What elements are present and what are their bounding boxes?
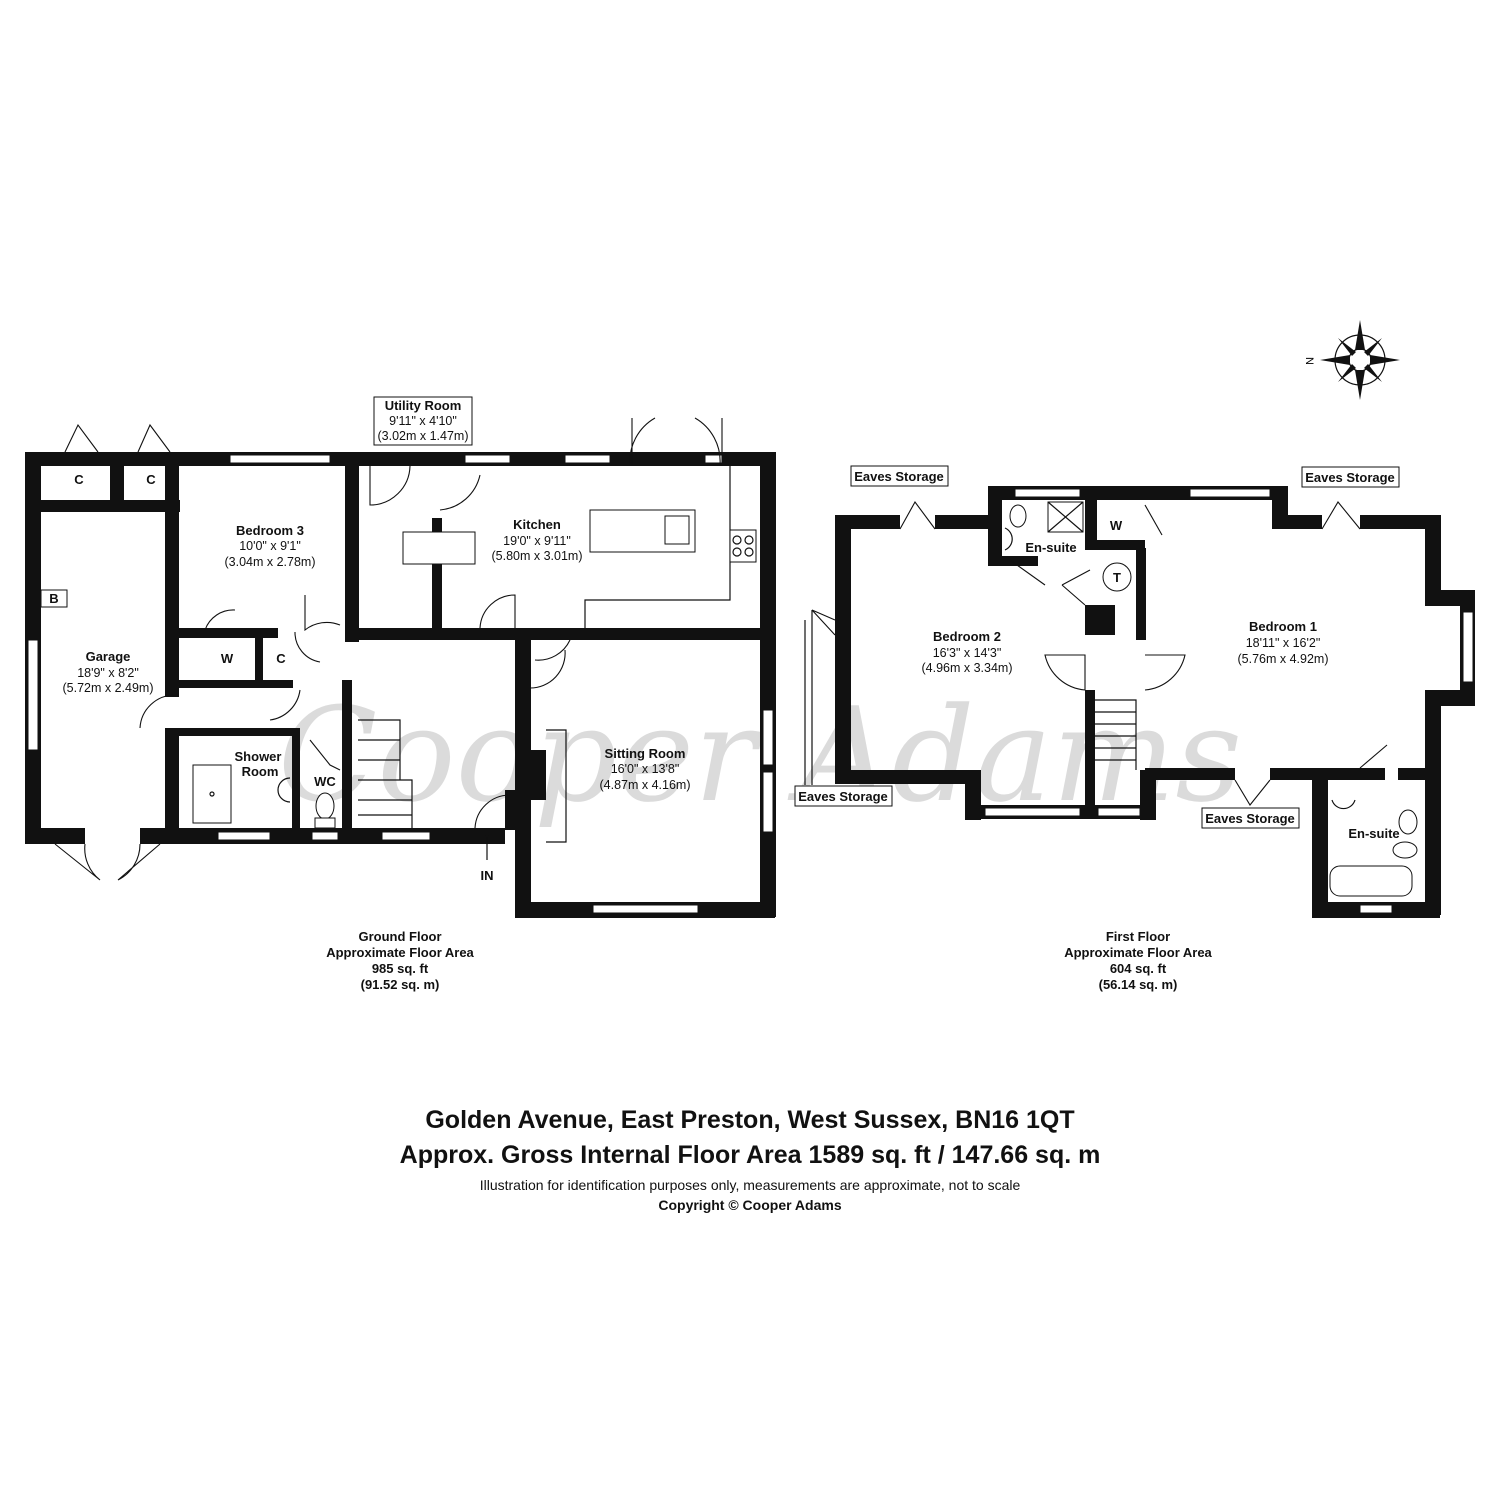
svg-text:Ground Floor: Ground Floor: [358, 929, 441, 944]
svg-text:(3.02m x 1.47m): (3.02m x 1.47m): [377, 429, 468, 443]
eaves-storage-label: Eaves Storage: [1301, 466, 1400, 488]
svg-text:IN: IN: [481, 868, 494, 883]
svg-text:(3.04m x 2.78m): (3.04m x 2.78m): [224, 555, 315, 569]
wardrobe-label: W: [1110, 518, 1123, 533]
eaves-storage-label: Eaves Storage: [850, 465, 949, 487]
cupboard-label: C: [74, 472, 84, 487]
eaves-storage-label: Eaves Storage: [1201, 807, 1300, 829]
svg-text:18'11" x 16'2": 18'11" x 16'2": [1246, 636, 1321, 650]
svg-text:(91.52 sq. m): (91.52 sq. m): [361, 977, 440, 992]
svg-text:(5.72m x 2.49m): (5.72m x 2.49m): [62, 681, 153, 695]
svg-text:Approximate Floor Area: Approximate Floor Area: [1064, 945, 1212, 960]
svg-text:Utility Room: Utility Room: [385, 398, 462, 413]
svg-text:Garage: Garage: [86, 649, 131, 664]
compass-rose-icon: N: [1303, 320, 1400, 400]
bedroom-3-label: Bedroom 3 10'0" x 9'1" (3.04m x 2.78m): [224, 523, 315, 569]
sitting-room-label: Sitting Room 16'0" x 13'8" (4.87m x 4.16…: [599, 746, 690, 792]
svg-text:19'0" x 9'11": 19'0" x 9'11": [503, 534, 571, 548]
ground-floor-plan: [25, 417, 776, 918]
svg-text:Approximate Floor Area: Approximate Floor Area: [326, 945, 474, 960]
property-address: Golden Avenue, East Preston, West Sussex…: [425, 1106, 1075, 1134]
svg-text:Bedroom 3: Bedroom 3: [236, 523, 304, 538]
cupboard-label: C: [276, 651, 286, 666]
svg-text:(5.80m x 3.01m): (5.80m x 3.01m): [491, 549, 582, 563]
kitchen-label: Kitchen 19'0" x 9'11" (5.80m x 3.01m): [491, 517, 582, 563]
disclaimer: Illustration for identification purposes…: [479, 1177, 1021, 1193]
svg-text:(56.14 sq. m): (56.14 sq. m): [1099, 977, 1178, 992]
svg-text:Eaves Storage: Eaves Storage: [798, 789, 888, 804]
shower-room-label: Shower Room: [235, 749, 282, 779]
svg-text:Eaves Storage: Eaves Storage: [1305, 470, 1395, 485]
first-floor-area: First Floor Approximate Floor Area 604 s…: [1064, 929, 1212, 992]
svg-text:604 sq. ft: 604 sq. ft: [1110, 961, 1167, 976]
ensuite-label: En-suite: [1348, 826, 1399, 841]
compass-north-label: N: [1303, 357, 1315, 365]
ground-floor-area: Ground Floor Approximate Floor Area 985 …: [326, 929, 474, 992]
svg-text:(4.87m x 4.16m): (4.87m x 4.16m): [599, 778, 690, 792]
entrance-marker: IN: [481, 834, 494, 883]
svg-text:16'3" x 14'3": 16'3" x 14'3": [933, 646, 1002, 660]
bedroom-2-label: Bedroom 2 16'3" x 14'3" (4.96m x 3.34m): [921, 629, 1012, 675]
svg-text:Room: Room: [242, 764, 279, 779]
wc-label: WC: [314, 774, 336, 789]
svg-text:Bedroom 2: Bedroom 2: [933, 629, 1001, 644]
svg-text:985 sq. ft: 985 sq. ft: [372, 961, 429, 976]
gross-floor-area: Approx. Gross Internal Floor Area 1589 s…: [399, 1141, 1101, 1169]
svg-text:18'9" x 8'2": 18'9" x 8'2": [77, 666, 139, 680]
svg-text:16'0" x 13'8": 16'0" x 13'8": [611, 762, 680, 776]
eaves-storage-label: Eaves Storage: [794, 785, 893, 807]
wardrobe-label: W: [221, 651, 234, 666]
boiler-label: B: [49, 591, 58, 606]
svg-text:First Floor: First Floor: [1106, 929, 1170, 944]
garage-label: Garage 18'9" x 8'2" (5.72m x 2.49m): [62, 649, 153, 695]
svg-text:Shower: Shower: [235, 749, 282, 764]
cupboard-label: C: [146, 472, 156, 487]
boiler-box: [40, 589, 68, 608]
svg-text:(4.96m x 3.34m): (4.96m x 3.34m): [921, 661, 1012, 675]
utility-room-label: Utility Room 9'11" x 4'10" (3.02m x 1.47…: [373, 396, 473, 446]
tank-label: T: [1113, 570, 1121, 585]
svg-text:Eaves Storage: Eaves Storage: [854, 469, 944, 484]
svg-text:Eaves Storage: Eaves Storage: [1205, 811, 1295, 826]
svg-text:9'11" x 4'10": 9'11" x 4'10": [389, 414, 457, 428]
svg-text:Kitchen: Kitchen: [513, 517, 561, 532]
svg-text:Bedroom 1: Bedroom 1: [1249, 619, 1317, 634]
ensuite-label: En-suite: [1025, 540, 1076, 555]
copyright: Copyright © Cooper Adams: [658, 1197, 842, 1213]
first-floor-plan: [804, 486, 1475, 918]
svg-text:10'0" x 9'1": 10'0" x 9'1": [239, 539, 301, 553]
svg-text:(5.76m x 4.92m): (5.76m x 4.92m): [1237, 652, 1328, 666]
svg-text:Sitting Room: Sitting Room: [605, 746, 686, 761]
bedroom-1-label: Bedroom 1 18'11" x 16'2" (5.76m x 4.92m): [1237, 619, 1328, 666]
